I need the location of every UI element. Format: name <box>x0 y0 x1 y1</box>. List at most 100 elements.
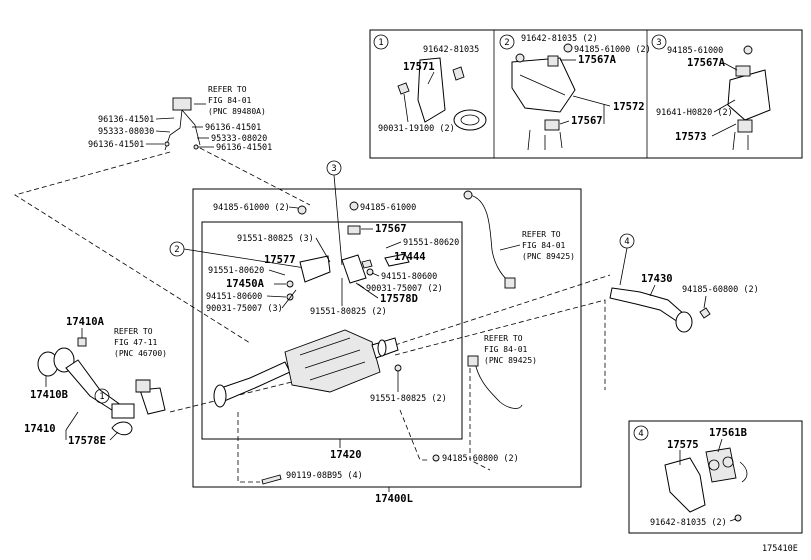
svg-text:3: 3 <box>331 164 336 174</box>
cushion-shape <box>737 119 753 133</box>
svg-text:FIG 84-01: FIG 84-01 <box>208 96 252 105</box>
part-number: 94151-80600 <box>206 292 262 302</box>
nut-shape <box>349 201 359 211</box>
valve-shape <box>135 379 151 393</box>
part-number: 90031-19100 (2) <box>378 124 455 134</box>
part-number: 17444 <box>394 251 426 263</box>
clamp-shape <box>453 109 487 131</box>
bracket-17577-shape <box>299 255 331 283</box>
part-number: 94185-61000 (2) <box>213 203 290 213</box>
svg-text:4: 4 <box>624 237 629 247</box>
inset-4: 4 17575 17561B 91642-81035 (2) <box>628 420 803 534</box>
callout-1: 1 <box>94 388 110 404</box>
part-number: 17410B <box>30 389 68 401</box>
svg-text:FIG 84-01: FIG 84-01 <box>522 241 566 250</box>
part-number: 91642-81035 (2) <box>521 34 598 44</box>
refer-to-note-1: REFER TO FIG 84-01 (PNC 89480A) <box>208 85 266 116</box>
cushion-shape <box>347 225 361 235</box>
hanger-17561B-shape <box>705 447 737 483</box>
inset-4-marker: 4 <box>633 425 649 441</box>
svg-text:(PNC 89425): (PNC 89425) <box>484 356 537 365</box>
inset-frame <box>369 29 803 159</box>
sensor-shape <box>467 355 479 367</box>
inset-1-marker: 1 <box>373 34 389 50</box>
svg-text:REFER TO: REFER TO <box>114 327 153 336</box>
part-number: 17567A <box>687 57 726 69</box>
bolt-shape <box>261 474 282 485</box>
bracket-17572-shape <box>511 57 576 113</box>
nut-shape <box>297 205 307 215</box>
svg-text:REFER TO: REFER TO <box>208 85 247 94</box>
svg-text:REFER TO: REFER TO <box>522 230 561 239</box>
part-number: 17577 <box>264 254 296 266</box>
part-number: 17410A <box>66 316 105 328</box>
bolt-shape <box>397 82 410 95</box>
part-number: 91551-80825 (2) <box>370 394 447 404</box>
part-number: 17561B <box>709 427 747 439</box>
inset-2-marker: 2 <box>499 34 515 50</box>
front-exhaust-pipe: 17410A REFER TO FIG 47-11 (PNC 46700) 1 … <box>24 316 167 447</box>
part-number: 17430 <box>641 273 673 285</box>
nut-shape <box>286 280 294 288</box>
part-number: 96136-41501 <box>98 115 154 125</box>
tail-pipe: 4 17430 94185-60800 (2) <box>609 233 759 333</box>
refer-to-note-4: REFER TO FIG 84-01 (PNC 89425) <box>484 334 537 365</box>
svg-text:2: 2 <box>504 38 509 48</box>
inset-1: 1 91642-81035 17571 90031-19100 (2) <box>373 34 487 134</box>
gasket-shape <box>361 259 373 269</box>
part-number: 91551-80825 (2) <box>310 307 387 317</box>
bracket-17444-shape <box>384 253 410 267</box>
part-number: 90119-08B95 (4) <box>286 471 363 481</box>
cushion-17567A-shape <box>547 55 559 67</box>
cushion-17567-shape <box>544 119 560 131</box>
refer-to-note-2: REFER TO FIG 84-01 (PNC 89425) <box>522 230 575 261</box>
part-number: 17575 <box>667 439 699 451</box>
part-number: 91641-H0820 (2) <box>656 108 733 118</box>
flange-shape <box>213 384 227 408</box>
part-number: 95333-08030 <box>98 127 154 137</box>
svg-text:1: 1 <box>99 392 104 402</box>
part-number: 17573 <box>675 131 707 143</box>
part-number: 91551-80620 <box>403 238 459 248</box>
heat-shield-shape <box>139 387 166 415</box>
part-number: 94185-61000 <box>360 203 416 213</box>
bracket-17571-shape <box>417 57 446 123</box>
callout-2: 2 <box>169 241 306 269</box>
part-number: 17410 <box>24 423 56 435</box>
bracket-17573-shape <box>727 69 771 121</box>
sensor-block-shape <box>172 97 192 111</box>
center-labels: 94185-61000 (2) 94185-61000 17567 91551-… <box>206 203 519 485</box>
callout-4: 4 <box>619 233 635 286</box>
svg-text:FIG 84-01: FIG 84-01 <box>484 345 528 354</box>
part-number: 17567A <box>578 54 617 66</box>
diagram-code: 175410E <box>762 544 798 554</box>
part-number: 96136-41501 <box>88 140 144 150</box>
part-number: 17567 <box>375 223 407 235</box>
part-number: 91642-81035 (2) <box>650 518 727 528</box>
bolt-shape <box>394 364 402 372</box>
part-number: 17567 <box>571 115 603 127</box>
subassembly-label: 17420 <box>330 449 362 461</box>
nut-shape <box>699 307 711 319</box>
upper-oxygen-sensor: REFER TO FIG 84-01 (PNC 89425) <box>463 190 575 289</box>
catalytic-converter <box>213 329 399 408</box>
callout-3: 3 <box>326 160 343 266</box>
part-number: 91551-80620 <box>208 266 264 276</box>
svg-text:1: 1 <box>378 38 383 48</box>
gasket-17578E-shape <box>111 421 133 436</box>
bolt-shape <box>563 43 573 53</box>
converter-body-shape <box>284 329 381 393</box>
svg-text:FIG 47-11: FIG 47-11 <box>114 338 158 347</box>
part-number: 17578D <box>380 293 418 305</box>
part-number: 17572 <box>613 101 645 113</box>
part-number: 96136-41501 <box>205 123 261 133</box>
part-number: 94185-60800 (2) <box>682 285 759 295</box>
part-number: 91642-81035 <box>423 45 479 55</box>
svg-text:REFER TO: REFER TO <box>484 334 523 343</box>
svg-text:(PNC 46700): (PNC 46700) <box>114 349 167 358</box>
bolt-shape <box>743 45 753 55</box>
cushion-17567A-shape <box>735 65 751 77</box>
part-number: 17578E <box>68 435 106 447</box>
part-number: 95333-08020 <box>211 134 267 144</box>
bolt-shape <box>452 66 465 81</box>
